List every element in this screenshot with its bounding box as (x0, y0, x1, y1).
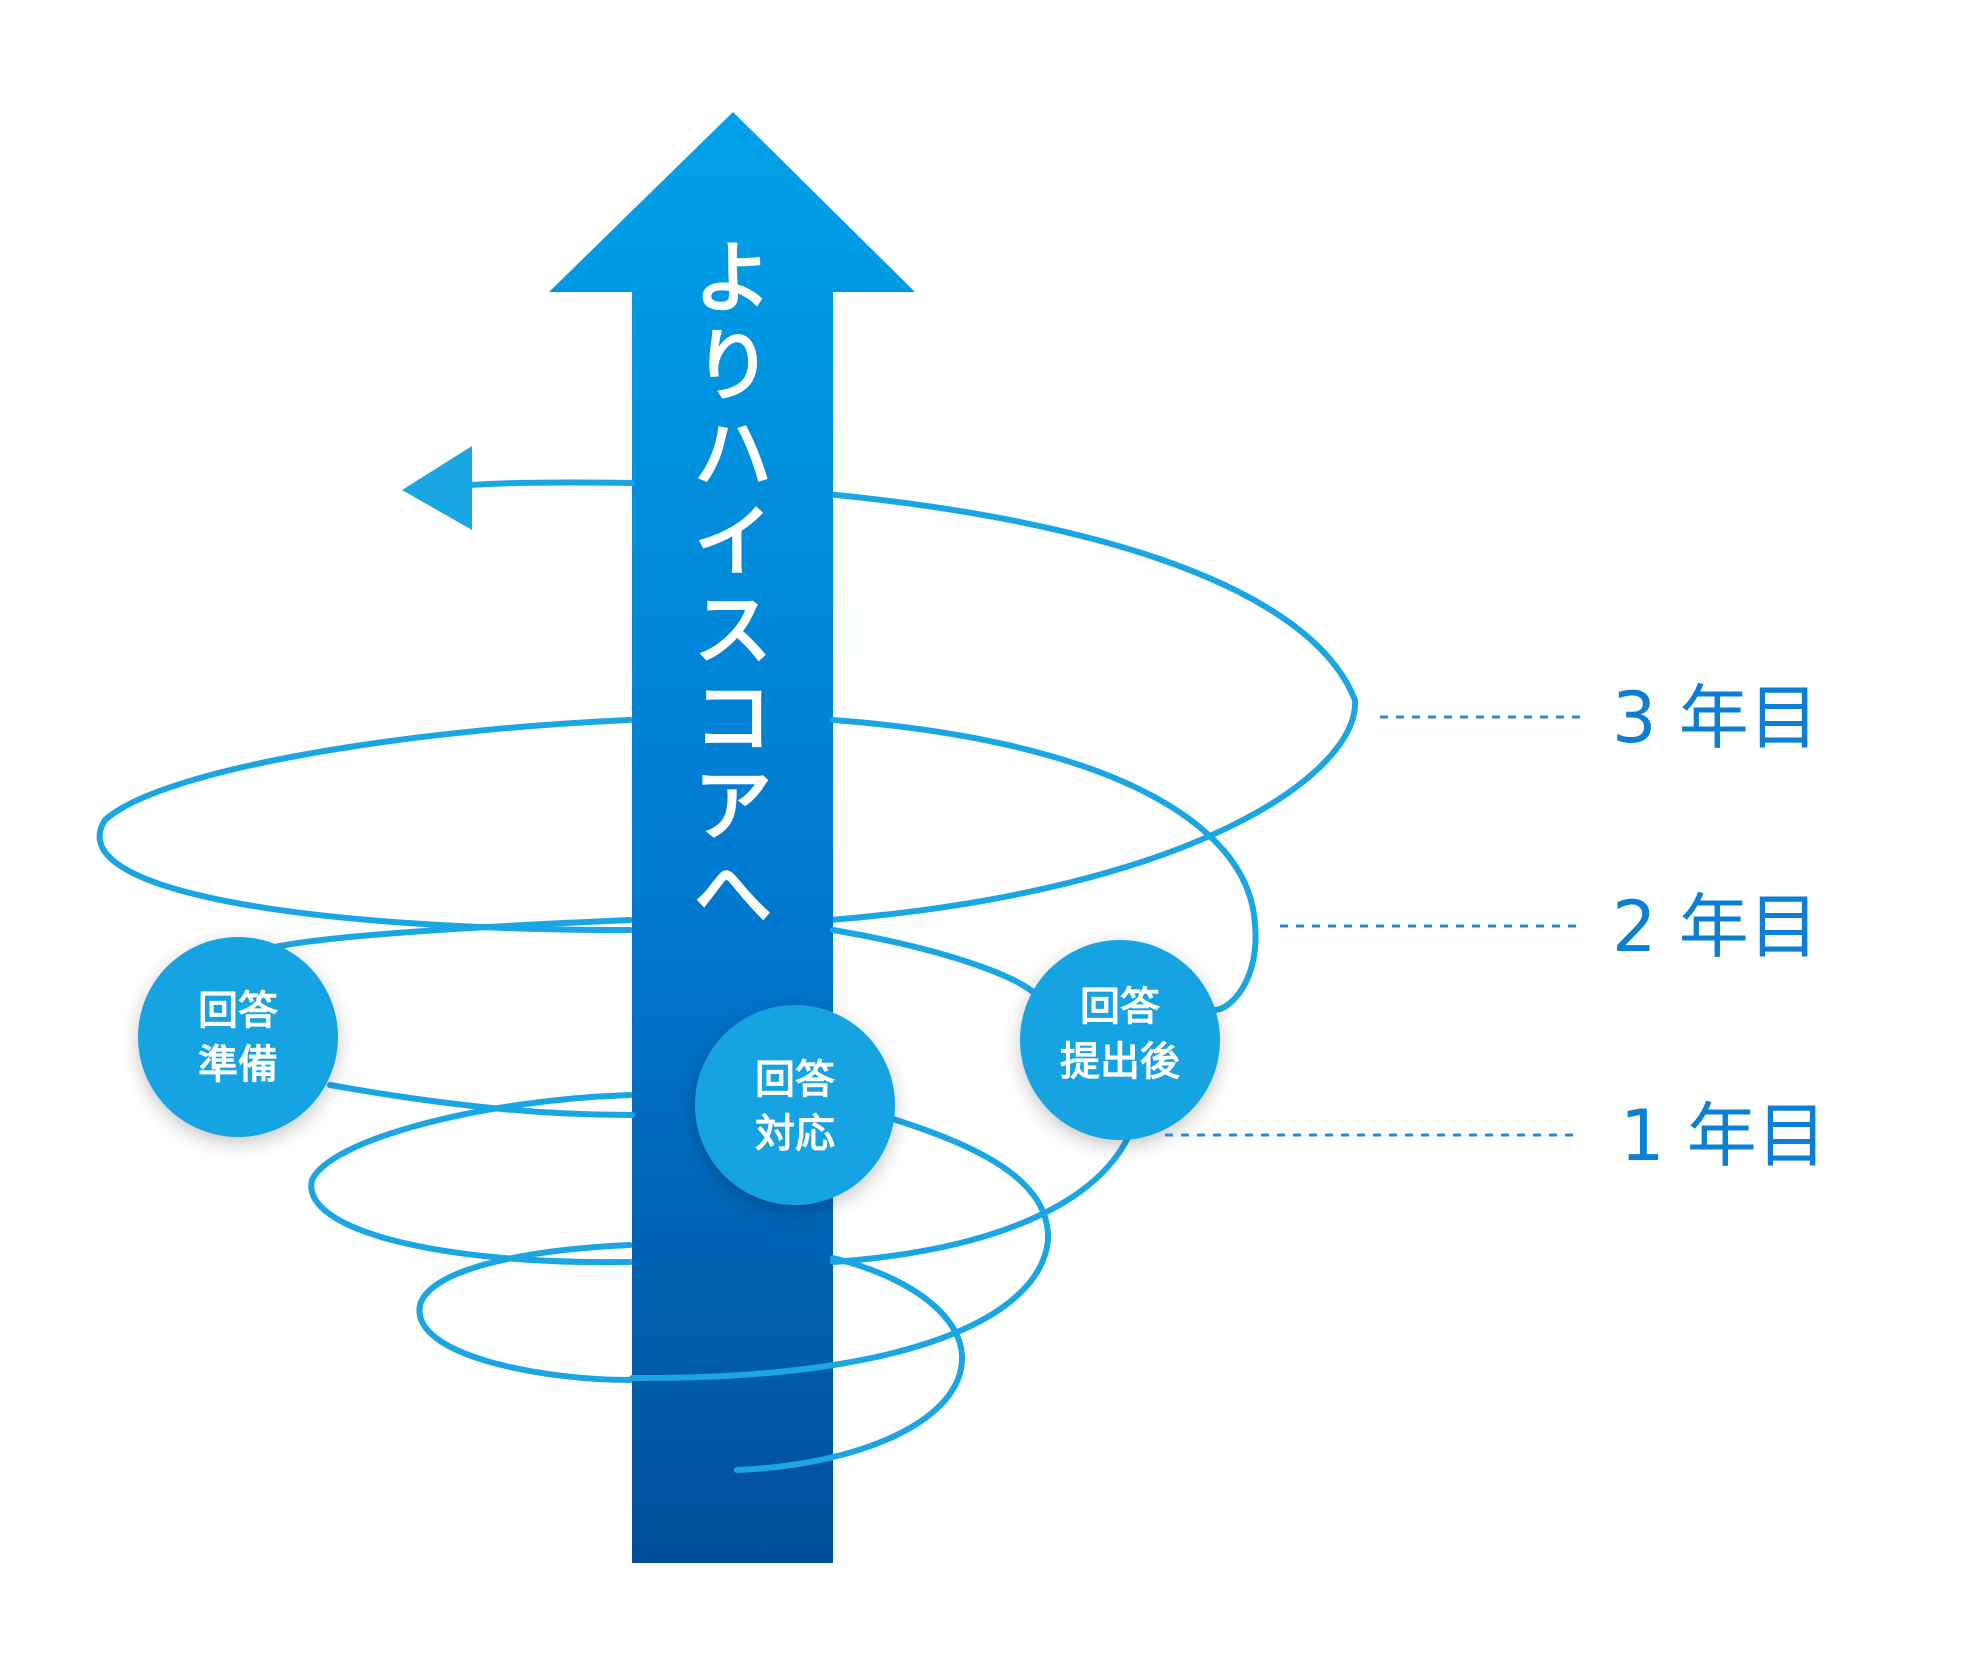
spiral-loop3-front (830, 717, 1259, 1013)
node-prep-circle (138, 937, 338, 1137)
year-label-2: 2 年目 (1612, 886, 1819, 968)
arrow-label-char: ア (694, 762, 772, 852)
spiral-loop1-front (629, 1099, 1052, 1382)
node-after (1020, 940, 1220, 1140)
node-after-circle (1020, 940, 1220, 1140)
year-label-1: 1 年目 (1620, 1095, 1827, 1177)
node-after-line2: 提出後 (1060, 1039, 1181, 1085)
spiral-loop2b-front (327, 1082, 635, 1118)
spiral-loop3-back (96, 717, 633, 933)
spiral-top-back (627, 480, 1359, 923)
spiral-loop0-back (416, 1242, 633, 1383)
node-response-line1: 回答 (755, 1057, 836, 1103)
node-prep (138, 937, 338, 1137)
spiral-loop0-front (734, 1255, 966, 1473)
spiral-top-front (467, 479, 635, 488)
node-response (695, 1005, 895, 1205)
node-after-line1: 回答 (1080, 984, 1161, 1030)
arrow-label-char: イ (694, 498, 772, 588)
spiral-front (327, 446, 1259, 1473)
year-label-3: 3 年目 (1612, 677, 1819, 759)
growth-arrow: よりハイスコアへ (549, 112, 915, 1563)
spiral-loop1-back (308, 1092, 633, 1266)
spiral-loop-wide-front (830, 1117, 1138, 1265)
year-leaders (1165, 715, 1580, 1137)
node-prep-line2: 準備 (198, 1042, 278, 1088)
node-response-line2: 対応 (755, 1111, 835, 1157)
arrow-label-char: り (694, 322, 772, 412)
node-response-circle (695, 1005, 895, 1205)
arrow-label: よりハイスコアへ (694, 234, 772, 940)
arrow-label-char: コ (694, 674, 772, 764)
arrow-label-char: へ (694, 850, 772, 940)
arrow-label-char: よ (694, 234, 772, 324)
spiral-top-head (402, 446, 472, 530)
arrow-label-char: ス (694, 586, 772, 676)
node-prep-line1: 回答 (198, 988, 279, 1034)
arrow-label-char: ハ (694, 410, 772, 500)
spiral-loop2-front (830, 927, 1043, 1003)
